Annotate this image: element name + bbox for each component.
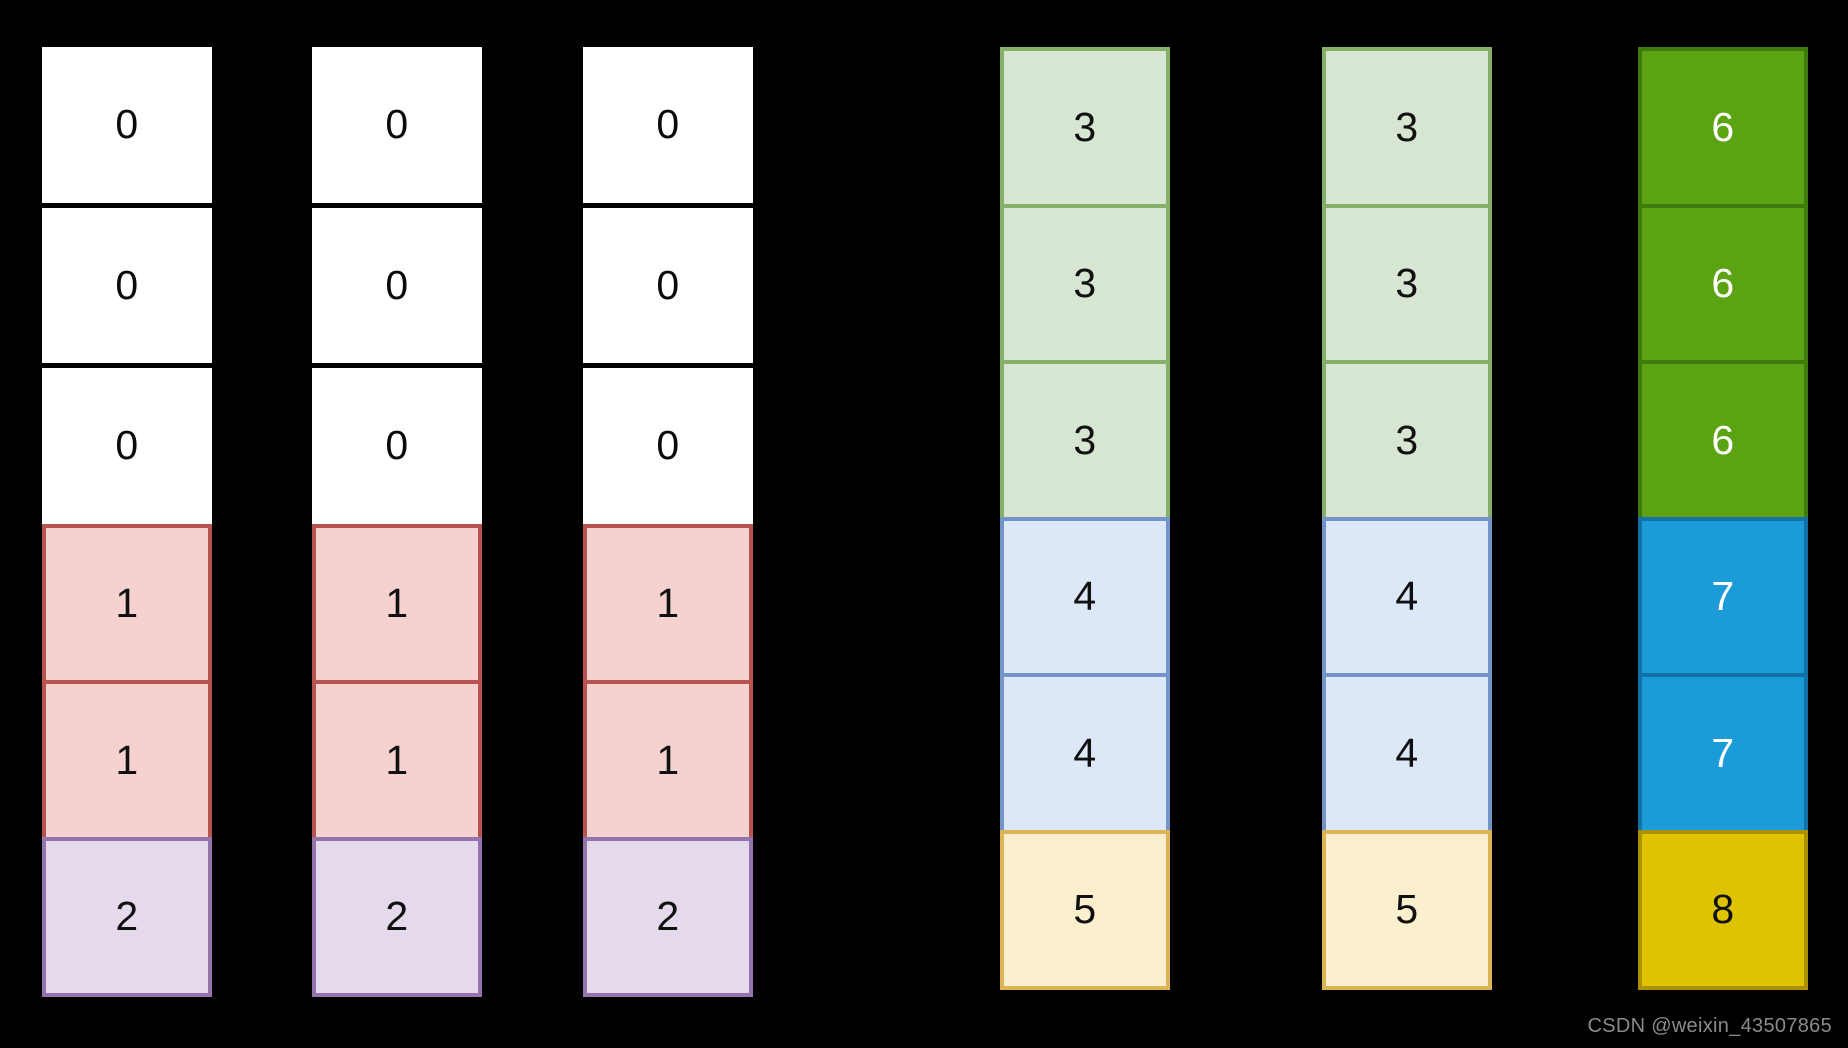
grid-cell: 7 [1638,673,1808,834]
grid-cell: 0 [583,207,753,363]
grid-cell: 5 [1322,829,1492,990]
grid-cell: 0 [42,207,212,363]
grid-cell: 2 [42,836,212,997]
grid-cell: 0 [42,47,212,203]
grid-cell: 4 [1000,673,1170,834]
grid-cell: 4 [1322,673,1492,834]
grid-cell: 1 [583,523,753,684]
grid-cell: 5 [1000,829,1170,990]
grid-cell: 0 [583,47,753,203]
grid-cell: 1 [583,680,753,841]
grid-cell: 8 [1638,829,1808,990]
grid-cell: 3 [1000,203,1170,364]
grid-cell: 6 [1638,203,1808,364]
grid-cell: 4 [1322,516,1492,677]
grid-cell: 3 [1322,203,1492,364]
watermark-label: CSDN @weixin_43507865 [1587,1015,1832,1037]
grid-cell: 3 [1322,360,1492,521]
grid-cell: 4 [1000,516,1170,677]
grid-cell: 0 [583,368,753,524]
grid-cell: 0 [312,47,482,203]
grid-cell: 2 [312,836,482,997]
grid-cell: 6 [1638,47,1808,208]
grid-cell: 0 [312,368,482,524]
grid-cell: 2 [583,836,753,997]
grid-cell: 3 [1000,360,1170,521]
grid-cell: 6 [1638,360,1808,521]
grid-cell: 1 [312,680,482,841]
grid-cell: 7 [1638,516,1808,677]
grid-cell: 0 [42,368,212,524]
grid-cell: 1 [42,680,212,841]
grid-cell: 0 [312,207,482,363]
grid-cell: 3 [1322,47,1492,208]
grid-cell: 1 [312,523,482,684]
grid-cell: 1 [42,523,212,684]
grid-cell: 3 [1000,47,1170,208]
